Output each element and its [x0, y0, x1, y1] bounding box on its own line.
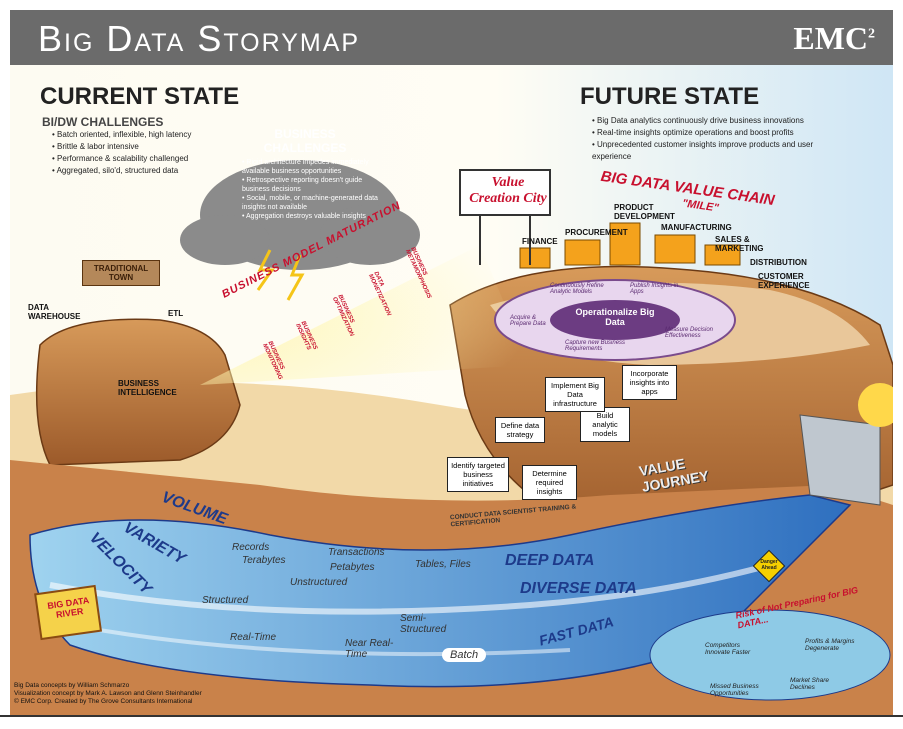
river-semi-structured: Semi-Structured [400, 613, 447, 635]
list-item: Social, mobile, or machine-generated dat… [242, 194, 382, 212]
poster-title: Big Data Storymap [38, 18, 361, 59]
chain-product-development: PRODUCT DEVELOPMENT [614, 203, 675, 221]
etl-label: ETL [168, 309, 184, 318]
credit-line: Visualization concept by Mark A. Lawson … [14, 690, 202, 697]
brand-text: EMC [793, 20, 868, 56]
list-item: Aggregation destroys valuable insights [242, 212, 382, 221]
chain-manufacturing: MANUFACTURING [661, 223, 732, 232]
chain-customer-experience: CUSTOMER EXPERIENCE [758, 272, 810, 290]
data-warehouse-label: DATA WAREHOUSE [28, 303, 81, 321]
ring-center-label: Operationalize Big Data [575, 307, 655, 327]
river-real-time: Real-Time [230, 632, 277, 643]
current-state-list: Batch oriented, inflexible, high latency… [42, 129, 272, 177]
credits: Big Data concepts by William Schmarzo Vi… [14, 682, 202, 706]
river-unstructured: Unstructured [290, 577, 348, 588]
river-batch: Batch [442, 648, 487, 662]
chain-sales-marketing: SALES & MARKETING [715, 235, 764, 253]
river-petabytes: Petabytes [330, 562, 375, 573]
list-item: Batch oriented, inflexible, high latency [52, 129, 272, 141]
business-intelligence-label: BUSINESS INTELLIGENCE [118, 379, 177, 397]
credit-line: Big Data concepts by William Schmarzo [14, 682, 130, 689]
left-mesa [35, 318, 241, 466]
ring-center [550, 300, 680, 340]
emc-logo: EMC2 [793, 20, 875, 57]
list-item: Aggregated, silo'd, structured data [52, 165, 272, 177]
brand-sup: 2 [868, 26, 875, 42]
footer-rule [0, 715, 903, 717]
risk-pond [649, 609, 891, 701]
journey-step-determine: Determine required insights [522, 465, 577, 500]
big-data-river [29, 494, 852, 688]
maturation-beam [200, 245, 530, 385]
ring-capture: Capture new Business Requirements [565, 340, 626, 352]
river-tables-files: Tables, Files [415, 559, 471, 570]
danger-sign-text: Danger Ahead [760, 559, 778, 571]
ring-publish: Publish Insights in Apps [630, 283, 679, 295]
list-item: Real-time insights optimize operations a… [592, 127, 832, 139]
future-state-list: Big Data analytics continuously drive bu… [582, 115, 832, 163]
billboard-text: Value Creation City [469, 175, 547, 206]
river-terabytes: Terabytes [242, 555, 286, 566]
risk-competitors: Competitors Innovate Faster [705, 642, 751, 656]
danger-sign [752, 549, 786, 583]
river-structured: Structured [202, 595, 249, 606]
journey-step-incorporate: Incorporate insights into apps [622, 365, 677, 400]
future-state-title: FUTURE STATE [580, 83, 760, 110]
illustration-scene: CURRENT STATE BI/DW CHALLENGES Batch ori… [10, 65, 893, 715]
list-item: Performance & scalability challenged [52, 153, 272, 165]
ring-measure: Measure Decision Effectiveness [665, 327, 714, 339]
dam [799, 414, 881, 506]
list-item: Unprecedented customer insights improve … [592, 139, 832, 163]
chain-distribution: DISTRIBUTION [750, 258, 807, 267]
business-challenges-title: BUSINESS CHALLENGES [263, 127, 347, 155]
list-item: Rigid architecture impedes immediately a… [242, 158, 382, 176]
bidw-challenges-title: BI/DW CHALLENGES [42, 115, 164, 129]
sun [858, 383, 893, 427]
business-challenges-list: Rigid architecture impedes immediately a… [232, 158, 382, 221]
risk-market-share: Market Share Declines [790, 677, 830, 691]
risk-profits: Profits & Margins Degenerate [805, 638, 855, 652]
risk-missed-opportunities: Missed Business Opportunities [710, 683, 759, 697]
list-item: Brittle & labor intensive [52, 141, 272, 153]
credit-line: © EMC Corp. Created by The Grove Consult… [14, 698, 193, 705]
river-diverse-data: DIVERSE DATA [520, 580, 637, 597]
river-transactions: Transactions [328, 547, 385, 558]
billboard [459, 169, 551, 216]
chain-finance: FINANCE [522, 237, 558, 246]
lightning [256, 249, 275, 291]
journey-step-define: Define data strategy [495, 417, 545, 443]
ring-refine: Continuously Refine Analytic Models [550, 283, 604, 295]
journey-step-build: Build analytic models [580, 407, 630, 442]
river-records: Records [232, 542, 270, 553]
river-deep-data: DEEP DATA [505, 552, 595, 569]
chain-procurement: PROCUREMENT [565, 228, 628, 237]
river-sign [34, 584, 103, 641]
current-state-title: CURRENT STATE [40, 83, 240, 110]
traditional-town-sign: TRADITIONAL TOWN [82, 260, 160, 286]
list-item: Big Data analytics continuously drive bu… [592, 115, 832, 127]
journey-step-identify: Identify targeted business initiatives [447, 457, 509, 492]
value-chain-buildings [519, 222, 741, 269]
list-item: Retrospective reporting doesn't guide bu… [242, 176, 382, 194]
river-near-real-time: Near Real-Time [345, 638, 394, 660]
title-banner: Big Data Storymap EMC2 [10, 10, 893, 65]
ring-acquire: Acquire & Prepare Data [510, 315, 546, 327]
journey-step-implement: Implement Big Data infrastructure [545, 377, 605, 412]
